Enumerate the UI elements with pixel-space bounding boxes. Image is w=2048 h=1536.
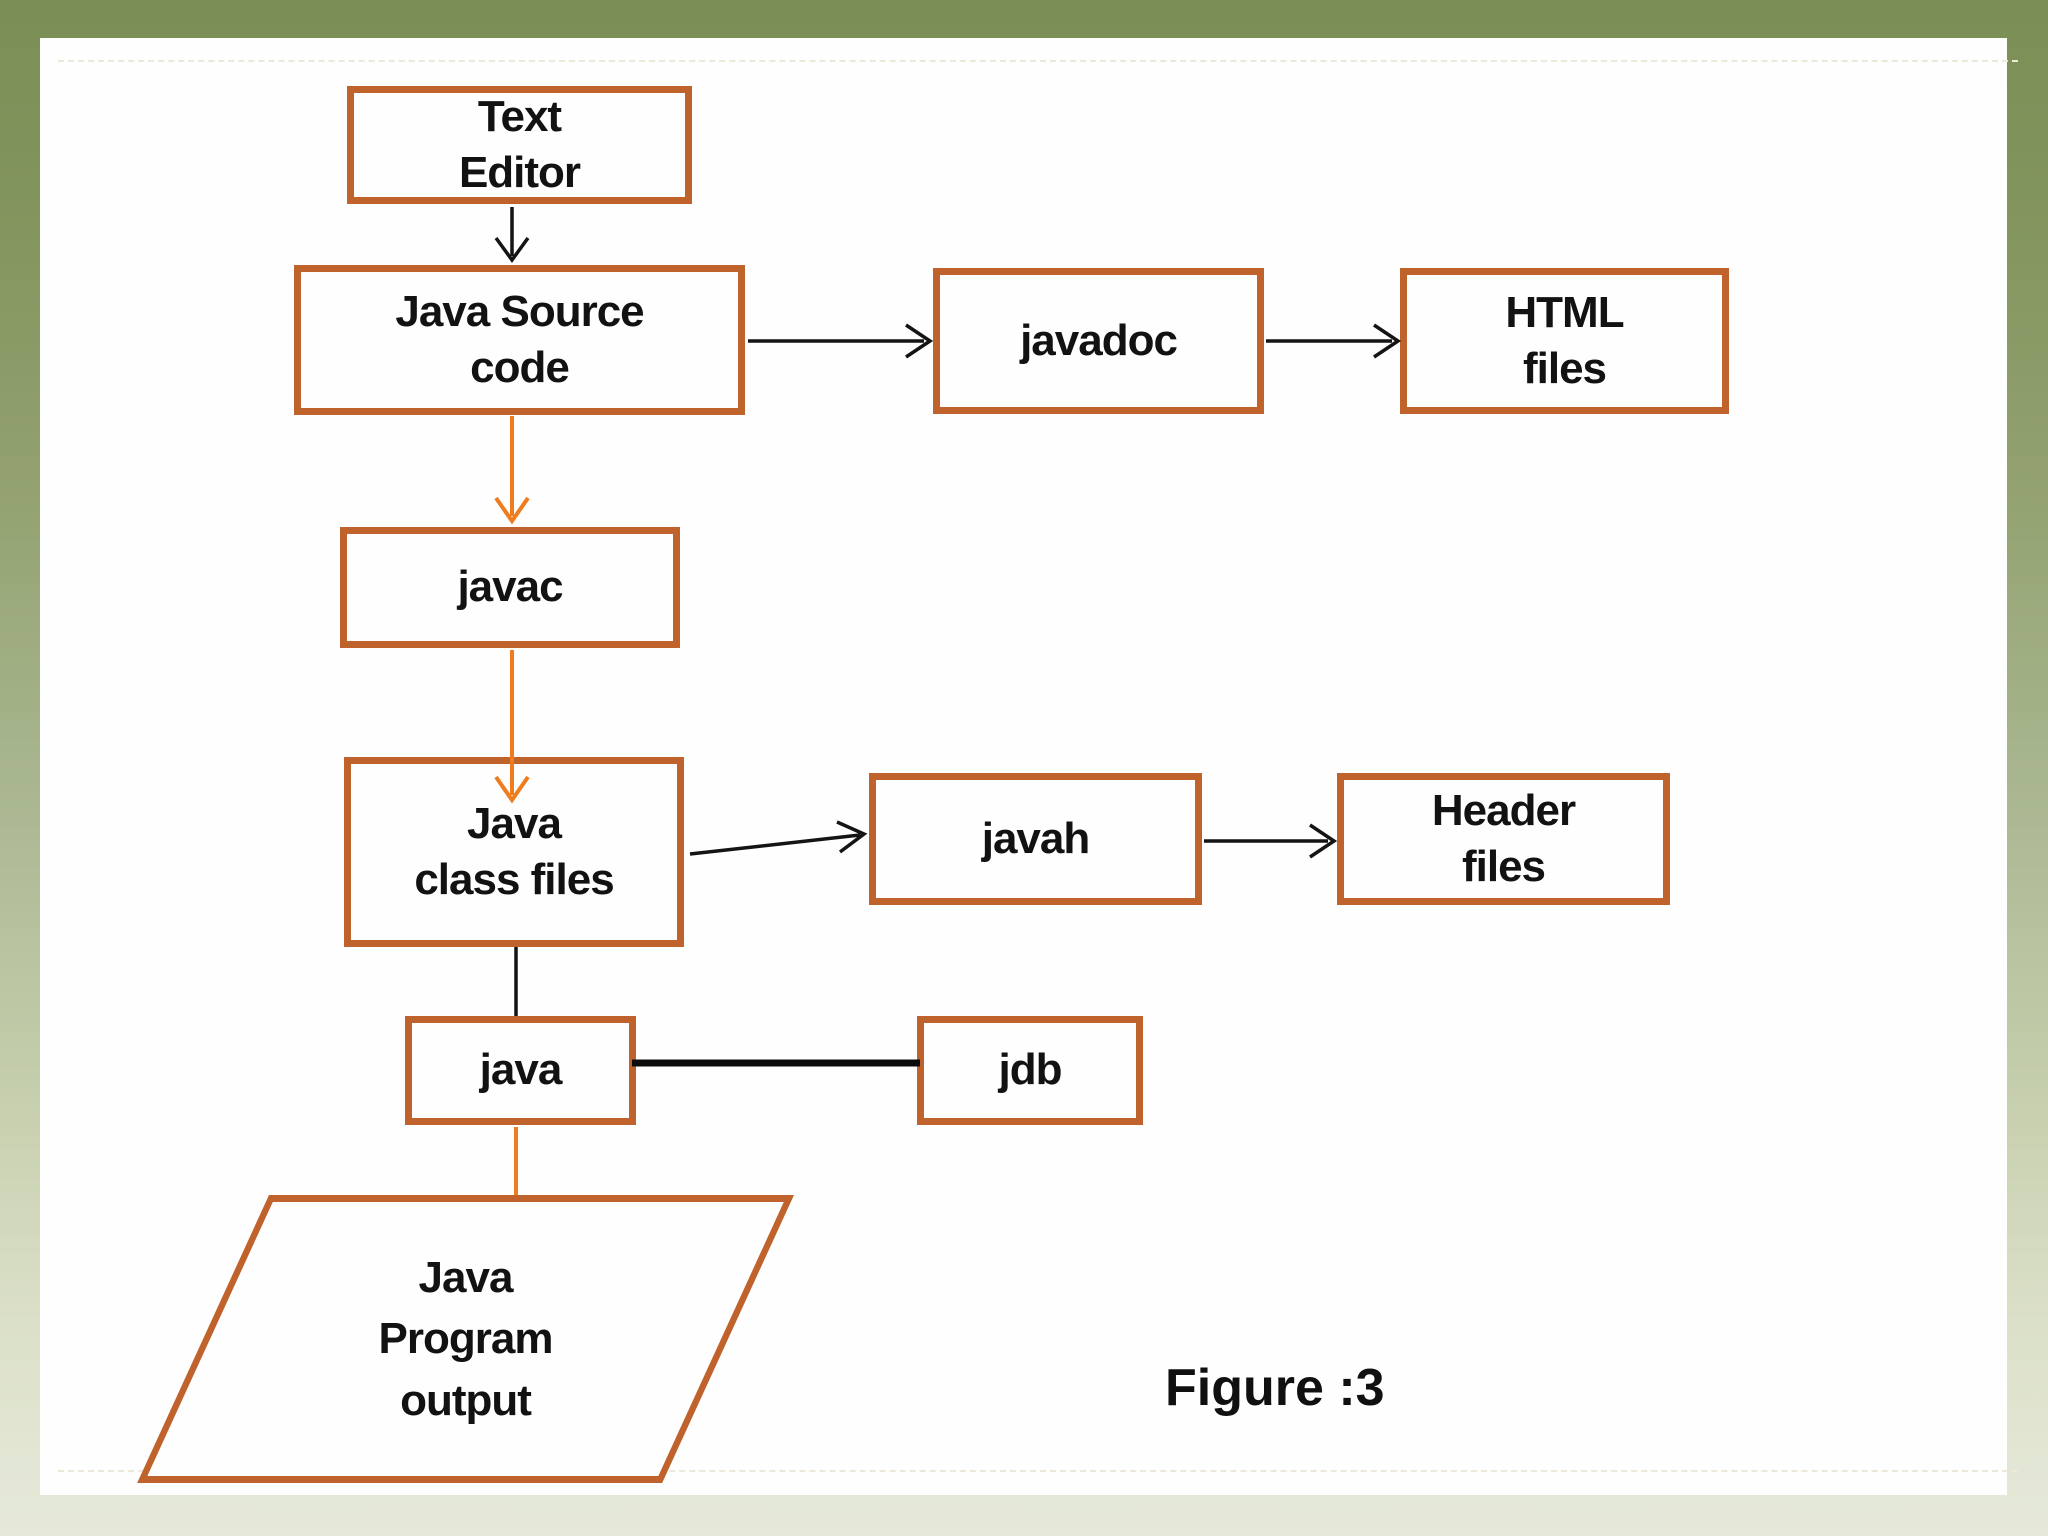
- node-javac: javac: [340, 527, 680, 648]
- node-javac-label: javac: [457, 562, 563, 612]
- node-java-source-code: Java Source code: [294, 265, 745, 415]
- node-html-files-label: HTML files: [1505, 287, 1624, 393]
- node-jdb: jdb: [917, 1016, 1143, 1125]
- node-java-program-output-label-box: Java Program output: [137, 1195, 794, 1483]
- node-header-files-label: Header files: [1431, 785, 1576, 891]
- node-java-class-files: Java class files: [344, 757, 684, 947]
- node-header-files: Header files: [1337, 773, 1670, 905]
- node-java-source-code-label: Java Source code: [395, 286, 644, 392]
- node-javah-label: javah: [981, 813, 1091, 863]
- diagram-canvas: Text Editor Java Source code javadoc HTM…: [40, 38, 2018, 1495]
- node-jdb-label: jdb: [998, 1045, 1063, 1095]
- node-html-files: HTML files: [1400, 268, 1729, 414]
- node-javadoc: javadoc: [933, 268, 1264, 414]
- decorative-guide-line-bottom: [58, 1470, 2018, 1472]
- node-text-editor: Text Editor: [347, 86, 692, 204]
- node-text-editor-label: Text Editor: [458, 91, 581, 197]
- node-java: java: [405, 1016, 636, 1125]
- decorative-guide-line-top: [58, 60, 2018, 62]
- figure-caption: Figure :3: [1165, 1359, 1385, 1417]
- node-java-program-output-label: Java Program output: [378, 1252, 554, 1425]
- node-java-class-files-label: Java class files: [414, 798, 614, 904]
- node-javah: javah: [869, 773, 1202, 905]
- node-java-label: java: [479, 1045, 563, 1095]
- node-javadoc-label: javadoc: [1020, 315, 1178, 365]
